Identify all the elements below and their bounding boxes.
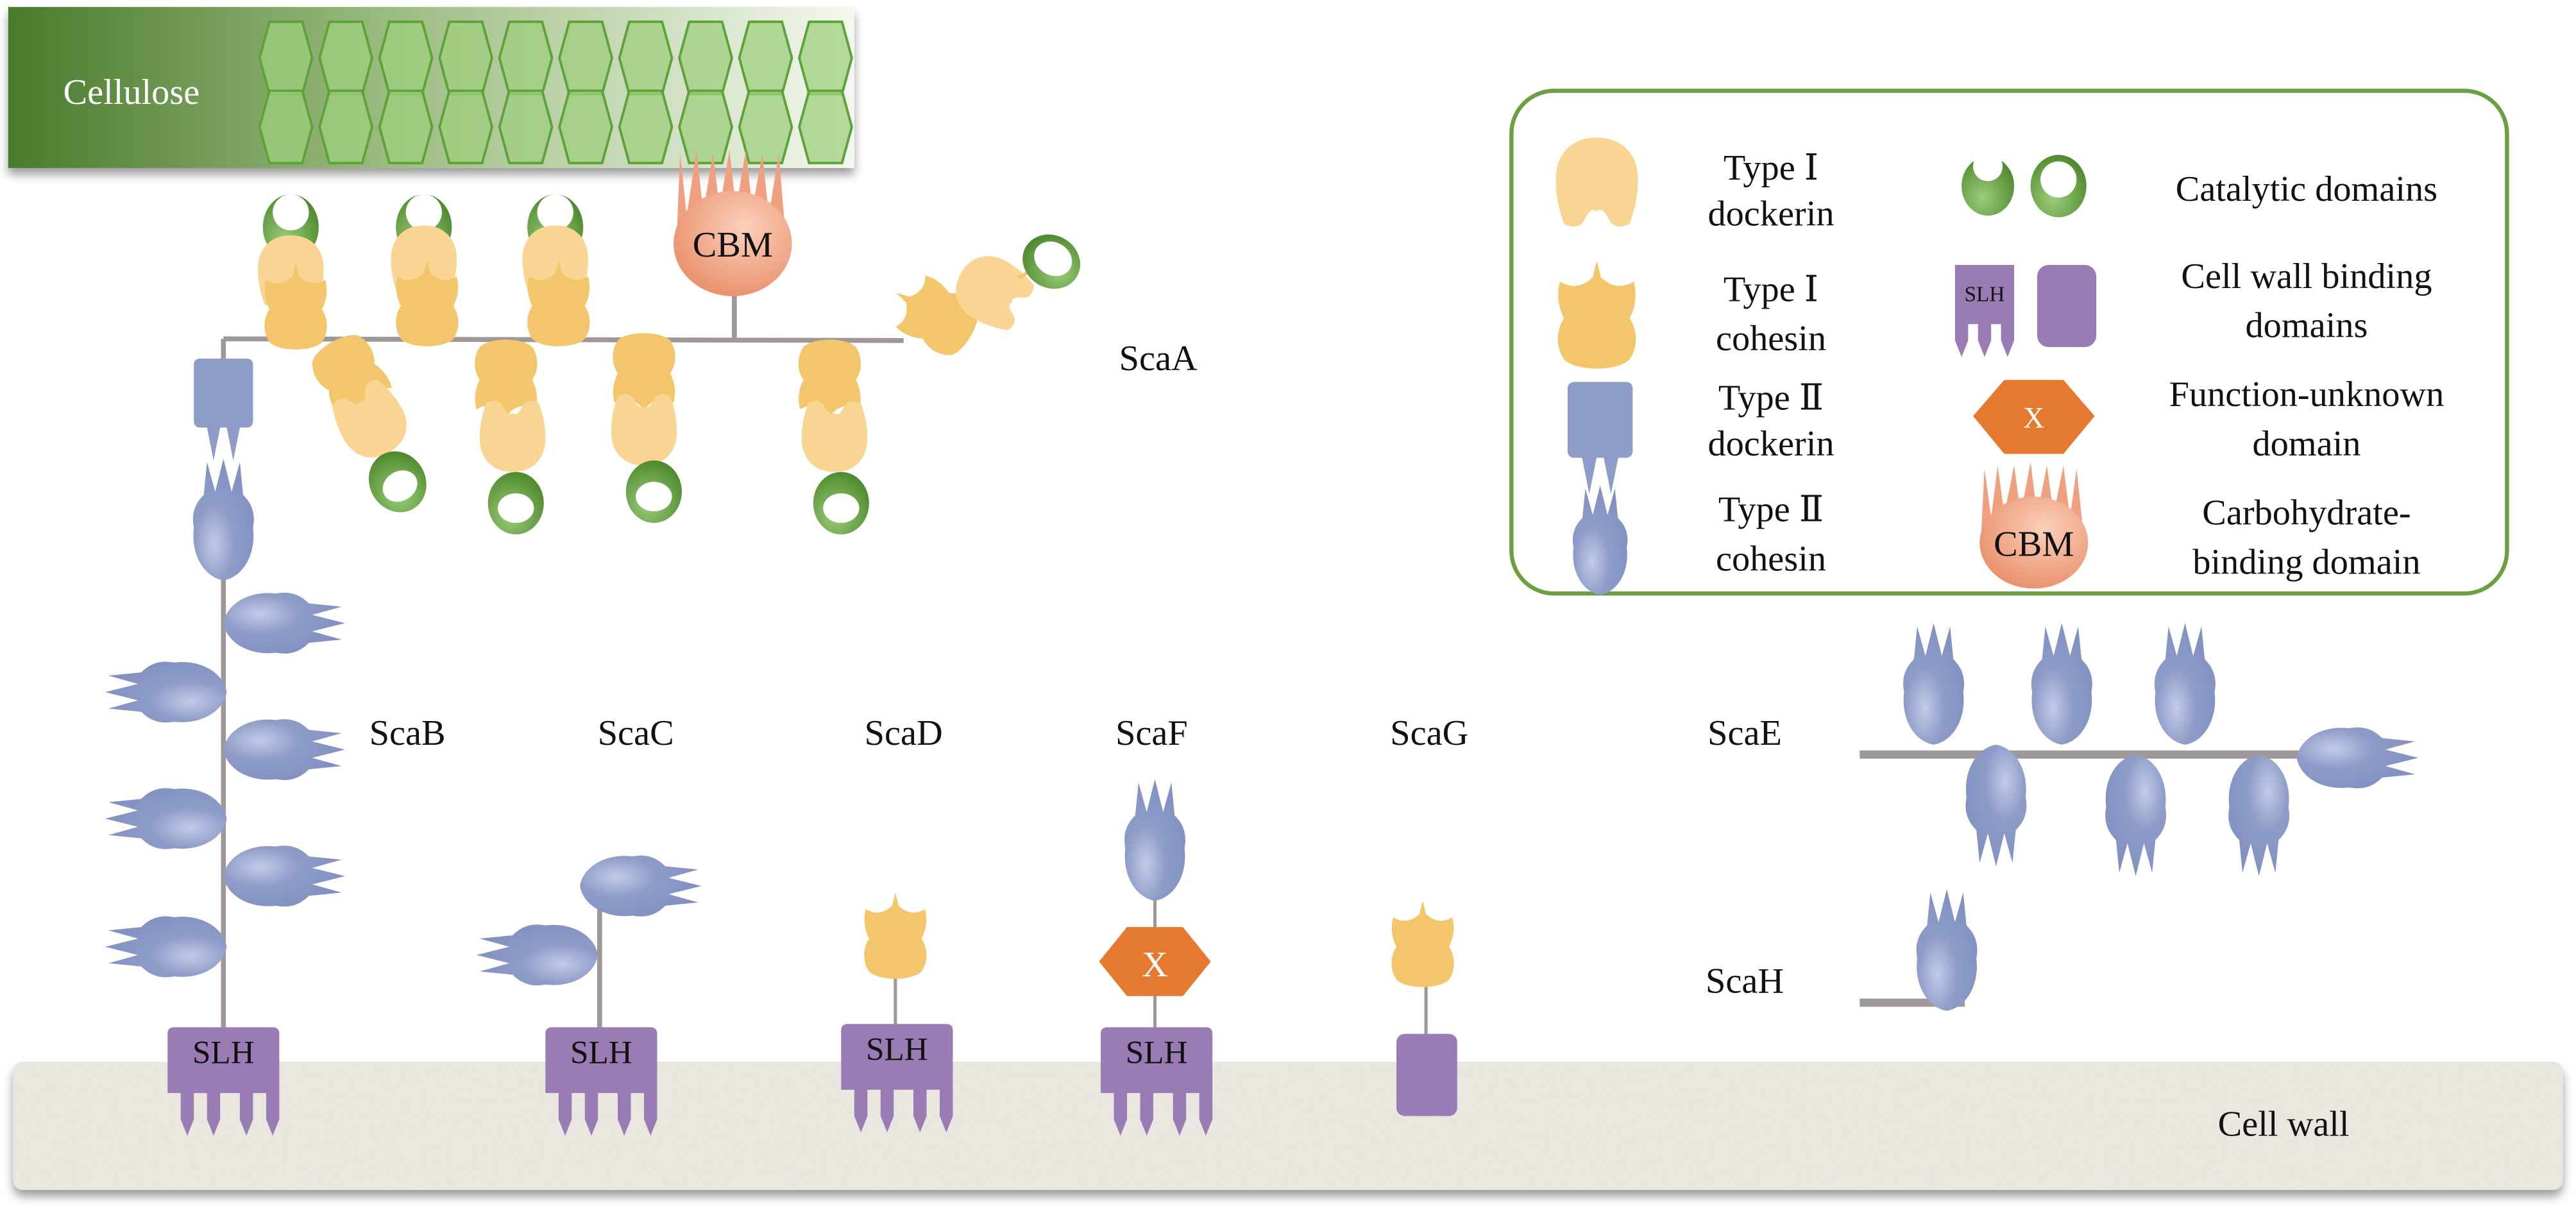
scaffoldin-scaE: ScaE (1707, 623, 2419, 876)
slh-domain: SLH (841, 1024, 953, 1133)
scaH-label: ScaH (1706, 962, 1784, 1001)
scaffoldin-scaD: SLH ScaD (841, 713, 953, 1133)
svg-text:Type Ⅰ: Type Ⅰ (1724, 148, 1818, 188)
cellulose-glucose-unit (738, 89, 793, 165)
svg-text:Function-unknown: Function-unknown (2169, 375, 2445, 414)
scaB-label: ScaB (369, 713, 446, 753)
legend-item-type1-cohesin: Type Ⅰ cohesin (1557, 260, 1826, 369)
svg-text:SLH: SLH (1965, 282, 2005, 306)
cellulose: Cellulose (8, 6, 854, 168)
cellulose-glucose-unit (318, 21, 374, 96)
svg-text:Carbohydrate-: Carbohydrate- (2202, 493, 2411, 533)
cellulose-glucose-unit (618, 21, 674, 96)
svg-text:SLH: SLH (570, 1035, 632, 1071)
cell-wall-binding-icon (2037, 264, 2097, 348)
svg-text:domain: domain (2252, 424, 2360, 464)
cellulose-glucose-unit (678, 21, 734, 96)
svg-text:X: X (1142, 945, 1168, 985)
svg-text:domains: domains (2246, 306, 2368, 346)
scaF-label: ScaF (1115, 713, 1188, 753)
svg-text:SLH: SLH (1126, 1035, 1188, 1071)
cellulose-label: Cellulose (64, 72, 200, 112)
cellulose-glucose-unit (738, 21, 793, 96)
legend-item-cbm: CBM Carbohydrate- binding domain (1979, 462, 2421, 589)
svg-text:Cell wall binding: Cell wall binding (2181, 257, 2432, 296)
scaffoldin-scaA: CBM (221, 149, 1198, 535)
scaE-label: ScaE (1707, 713, 1782, 753)
svg-text:Type Ⅱ: Type Ⅱ (1718, 490, 1824, 530)
cellulose-glucose-unit (678, 89, 734, 165)
legend-item-catalytic-domains: Catalytic domains (1962, 151, 2437, 217)
cellulose-glucose-unit (498, 21, 554, 96)
x-domain-icon (1973, 380, 2095, 454)
scaffoldin-scaC: SLH ScaC (476, 713, 702, 1136)
cellulose-glucose-unit (558, 21, 614, 96)
catalytic-closed-icon (2030, 155, 2087, 217)
svg-text:Type Ⅱ: Type Ⅱ (1718, 378, 1824, 418)
cellulose-glucose-unit (558, 89, 614, 165)
scaG-label: ScaG (1390, 713, 1468, 753)
cell-wall: Cell wall (13, 1062, 2563, 1190)
cellulose-glucose-unit (498, 89, 554, 165)
cellulose-glucose-unit (378, 21, 434, 96)
enzyme-8 (798, 339, 869, 535)
svg-text:SLH: SLH (866, 1032, 928, 1068)
legend-item-type1-dockerin: Type Ⅰ dockerin (1555, 137, 1835, 234)
legend: Type Ⅰ dockerin Type Ⅰ cohesin Type Ⅱ do… (1509, 89, 2509, 596)
slh-domain: SLH (167, 1027, 280, 1136)
cell-wall-binding-domain (1396, 1033, 1457, 1116)
enzyme-7 (611, 333, 682, 523)
slh-domain: SLH (1101, 1027, 1213, 1136)
legend-item-function-unknown: X Function-unknown domain (1973, 375, 2444, 464)
scaC-label: ScaC (598, 713, 674, 753)
svg-text:cohesin: cohesin (1716, 539, 1826, 579)
cellulose-glucose-unit (378, 89, 434, 165)
enzyme-2 (391, 194, 459, 346)
svg-text:dockerin: dockerin (1707, 424, 1834, 464)
legend-item-cell-wall-binding: SLH Cell wall binding domains (1954, 257, 2432, 357)
cbm-domain: CBM (674, 149, 792, 296)
scaffoldin-scaF: X SLH ScaF (1099, 713, 1213, 1136)
svg-text:SLH: SLH (192, 1035, 255, 1071)
scaA-label: ScaA (1119, 339, 1198, 378)
svg-text:Type Ⅰ: Type Ⅰ (1724, 269, 1818, 309)
scaffoldin-scaG: ScaG (1390, 713, 1468, 1116)
enzyme-4 (880, 234, 1081, 363)
svg-text:dockerin: dockerin (1707, 194, 1834, 234)
cbm-label: CBM (693, 225, 773, 265)
svg-text:X: X (2023, 402, 2044, 434)
enzyme-1 (258, 194, 327, 350)
legend-item-type2-cohesin: Type Ⅱ cohesin (1572, 485, 1826, 595)
cellulose-glucose-unit (318, 89, 374, 165)
svg-text:binding domain: binding domain (2192, 542, 2420, 582)
cellulose-glucose-unit (798, 89, 853, 165)
catalytic-open-icon (1962, 151, 2015, 216)
x-domain: X (1099, 927, 1211, 996)
cellulose-glucose-unit (438, 21, 494, 96)
cellulose-glucose-unit (798, 21, 853, 96)
cell-wall-label: Cell wall (2218, 1104, 2350, 1144)
svg-text:cohesin: cohesin (1716, 319, 1826, 359)
enzyme-3 (522, 194, 590, 346)
scaffoldin-scaB: SLH ScaB (105, 358, 446, 1136)
cellulose-glucose-unit (618, 89, 674, 165)
cellulose-glucose-unit (258, 89, 314, 165)
cellulose-glucose-unit (438, 89, 494, 165)
slh-domain: SLH (545, 1027, 657, 1136)
cellulose-glucose-unit (258, 21, 314, 96)
slh-icon: SLH (1954, 264, 2015, 357)
legend-item-type2-dockerin: Type Ⅱ dockerin (1567, 378, 1835, 495)
enzyme-6 (475, 339, 546, 535)
svg-text:Catalytic domains: Catalytic domains (2176, 169, 2437, 209)
scaffoldin-scaH: ScaH (1706, 889, 1978, 1011)
enzyme-5 (304, 327, 437, 523)
scaD-label: ScaD (865, 713, 943, 753)
svg-text:CBM: CBM (1994, 524, 2074, 564)
